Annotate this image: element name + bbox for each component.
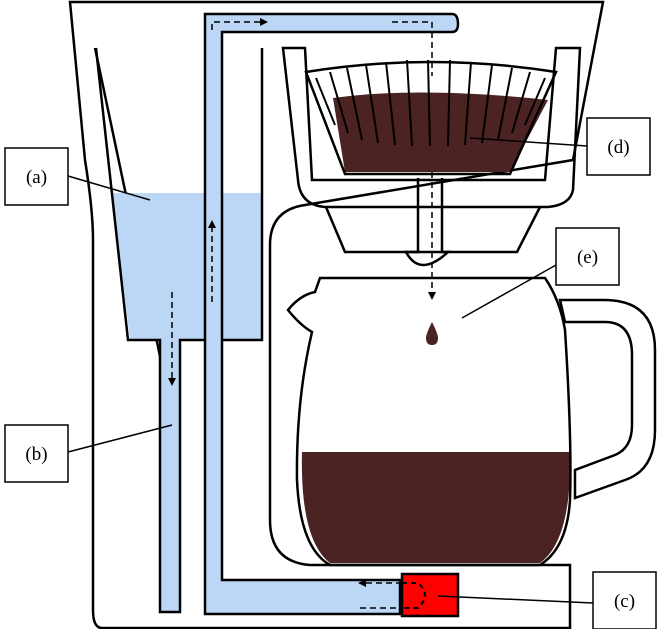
- carafe-body: [286, 276, 572, 567]
- leader-line-a: [67, 175, 151, 201]
- label-d-text: (d): [607, 137, 629, 158]
- label-d: (d): [586, 117, 651, 176]
- label-e: (e): [555, 227, 620, 286]
- leader-line-c: [437, 595, 594, 604]
- riser-tube: [203, 12, 460, 616]
- reservoir-water: [112, 193, 262, 612]
- heating-element: [400, 572, 460, 618]
- reservoir-outline: [94, 47, 264, 614]
- machine-housing: [68, 0, 605, 629]
- filter-coffee-grounds: [333, 92, 548, 172]
- label-a: (a): [4, 147, 69, 206]
- leader-line-e: [461, 264, 557, 319]
- carafe-coffee: [301, 452, 571, 563]
- filter-basket-holder: [281, 46, 582, 209]
- label-a-text: (a): [26, 167, 47, 188]
- label-c: (c): [592, 571, 657, 629]
- label-b: (b): [4, 424, 69, 483]
- flow-arrows: [168, 18, 436, 609]
- label-b-text: (b): [25, 444, 47, 465]
- filter-ribs: [315, 59, 546, 147]
- carafe-handle: [558, 298, 657, 500]
- leader-line-d: [469, 137, 588, 147]
- flow-arrow-to-filter: [392, 21, 433, 76]
- drip-spout: [403, 178, 452, 267]
- leader-line-b: [67, 424, 173, 453]
- label-e-text: (e): [577, 247, 598, 268]
- flow-arrow-tube-top: [211, 18, 268, 30]
- filter-cone: [304, 60, 558, 176]
- heating-coil: [402, 582, 426, 609]
- drip-funnel: [324, 206, 542, 254]
- label-c-text: (c): [614, 591, 635, 612]
- leader-lines: [67, 137, 594, 604]
- coffee-drop: [426, 322, 438, 345]
